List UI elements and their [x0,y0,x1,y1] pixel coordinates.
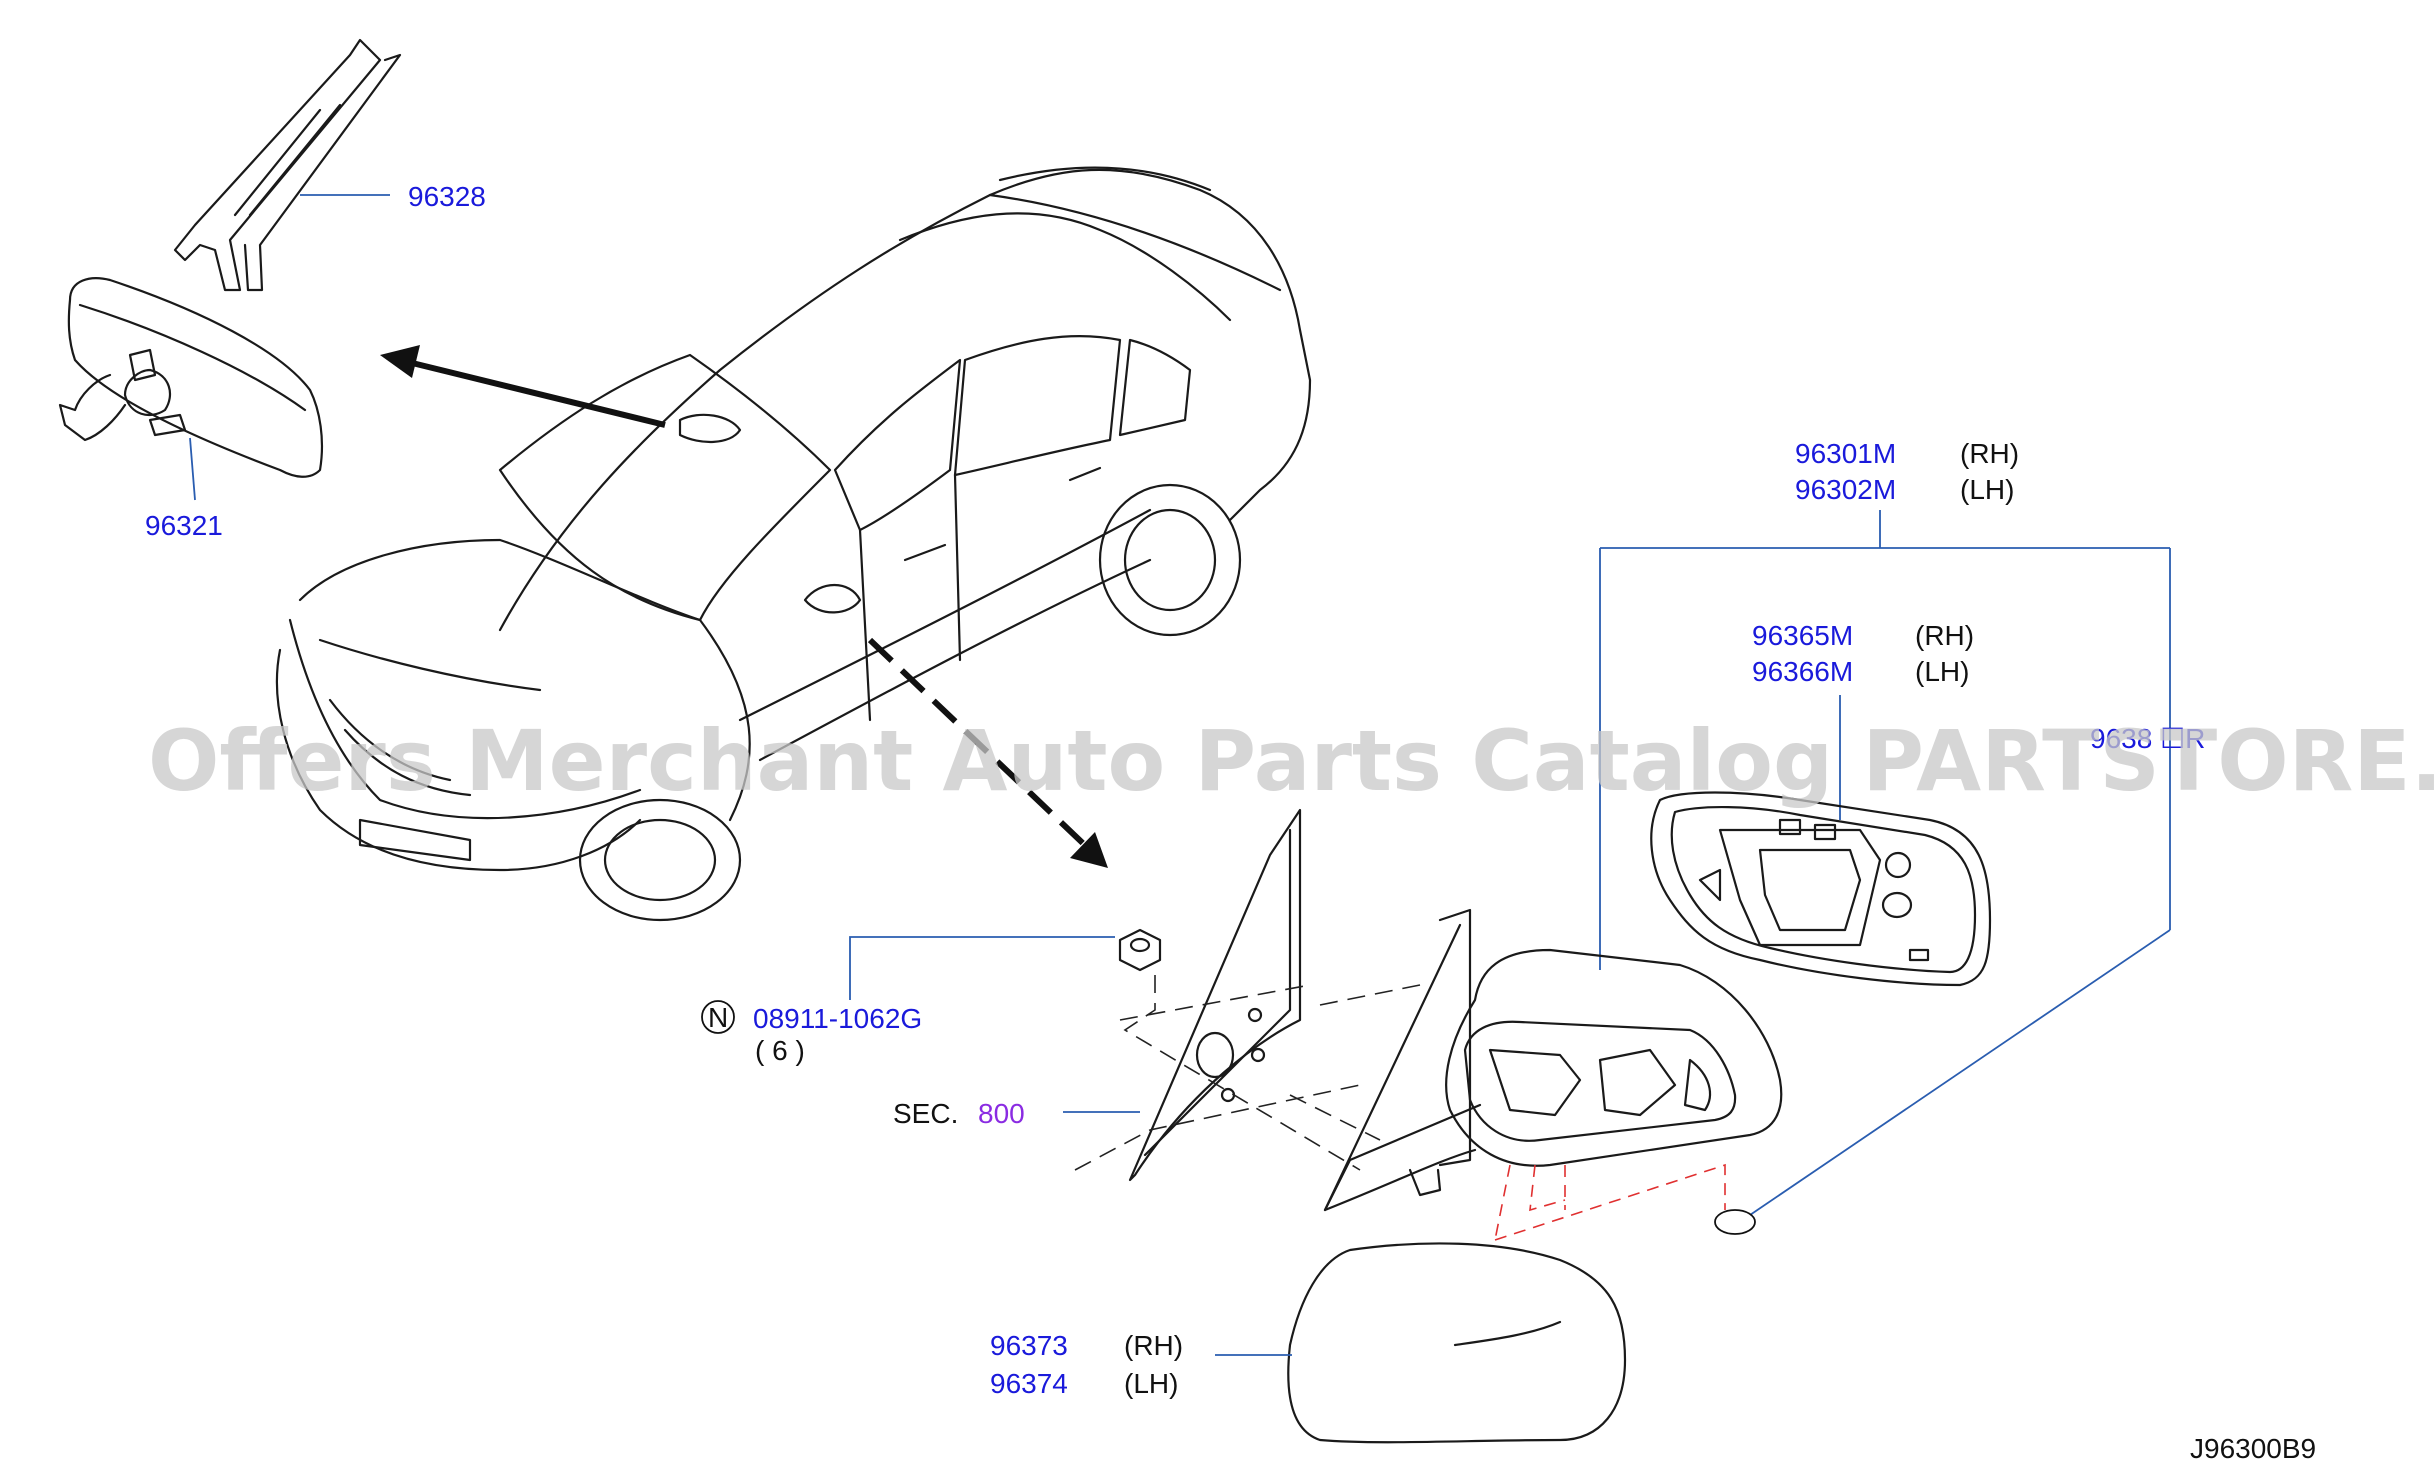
diagram-code: J96300B9 [2190,1433,2316,1464]
arrow-to-rearview [380,345,666,428]
mirror-glass-lh-callout[interactable]: 96366M [1752,656,1853,687]
rearview-stay-part [173,38,402,292]
nut-quantity: ( 6 ) [755,1035,805,1066]
assembly-dash-lines [1074,975,1421,1171]
mirror-cover-part [1287,1242,1627,1444]
grommet-callout[interactable]: 9638 ☐R [2090,723,2205,754]
rearview-stay-callout[interactable]: 96328 [408,181,486,212]
outside-mirror-lh-callout[interactable]: 96302M [1795,474,1896,505]
mirror-cover-rh-callout[interactable]: 96373 [990,1330,1068,1361]
mirror-glass-part [1650,791,1992,987]
rearview-mirror-callout[interactable]: 96321 [145,510,223,541]
door-mirror-bracket [1128,808,1302,1182]
mirror-glass-lh-side: (LH) [1915,656,1969,687]
arrow-to-door-mirror [867,637,1108,868]
mirror-cover-lh-side: (LH) [1124,1368,1178,1399]
mirror-cover-lh-callout[interactable]: 96374 [990,1368,1068,1399]
section-link[interactable]: 800 [978,1098,1025,1129]
mirror-cover-rh-side: (RH) [1124,1330,1183,1361]
section-prefix: SEC. [893,1098,958,1129]
nut-part-callout[interactable]: 08911-1062G [753,1003,922,1034]
hidden-lines [1494,1163,1726,1241]
car-illustration [275,166,1312,922]
rearview-mirror-part [58,277,324,478]
watermark: Offers Merchant Auto Parts Catalog PARTS… [148,712,2435,810]
nut-part [1118,928,1162,972]
nut-symbol: N [701,1000,735,1034]
grommet-part [1714,1209,1756,1235]
outside-mirror-rh-callout[interactable]: 96301M [1795,438,1896,469]
svg-text:N: N [708,1002,728,1033]
outside-mirror-lh-side: (LH) [1960,474,2014,505]
mirror-glass-rh-callout[interactable]: 96365M [1752,620,1853,651]
mirror-housing-part [1323,908,1783,1212]
mirror-glass-rh-side: (RH) [1915,620,1974,651]
outside-mirror-rh-side: (RH) [1960,438,2019,469]
